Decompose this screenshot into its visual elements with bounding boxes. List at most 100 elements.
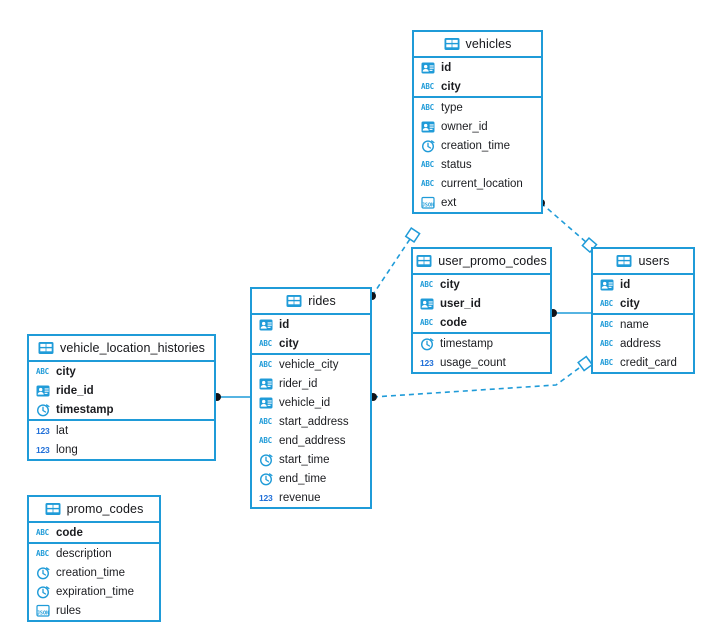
field-row[interactable]: expiration_time — [29, 582, 159, 601]
field-row[interactable]: owner_id — [414, 117, 541, 136]
abc-text-icon: ABC — [420, 279, 433, 289]
field-name: creation_time — [56, 566, 126, 579]
abc-text-icon: ABC — [420, 317, 433, 327]
field-row[interactable]: id — [252, 315, 370, 334]
abc-text-icon: ABC — [259, 338, 272, 348]
field-name: start_address — [279, 415, 349, 428]
entity-table-header[interactable]: user_promo_codes — [413, 249, 550, 275]
field-name: city — [441, 80, 461, 93]
abc-text-icon: ABC — [259, 416, 272, 426]
relationship-rel-upc-users[interactable] — [549, 309, 592, 317]
field-name: id — [620, 278, 631, 291]
field-row[interactable]: creation_time — [29, 563, 159, 582]
field-row[interactable]: id — [593, 275, 693, 294]
field-row[interactable]: user_id — [413, 294, 550, 313]
field-row[interactable]: creation_time — [414, 136, 541, 155]
field-row[interactable]: ABC city — [413, 275, 550, 294]
relationship-rel-rides-vehicles[interactable] — [368, 227, 421, 300]
abc-text-icon: ABC — [421, 159, 434, 169]
field-row[interactable]: rider_id — [252, 374, 370, 393]
field-name: code — [440, 316, 467, 329]
field-name: description — [56, 547, 112, 560]
field-row[interactable]: vehicle_id — [252, 393, 370, 412]
entity-table-title: promo_codes — [66, 502, 144, 516]
field-row[interactable]: ABC code — [413, 313, 550, 332]
field-row[interactable]: start_time — [252, 450, 370, 469]
123-number-icon: 123 — [259, 492, 273, 503]
field-row[interactable]: timestamp — [29, 400, 214, 419]
entity-table-title: users — [638, 254, 670, 268]
field-name: expiration_time — [56, 585, 134, 598]
abc-text-icon: ABC — [36, 527, 49, 537]
entity-table-header[interactable]: users — [593, 249, 693, 275]
id-badge-icon — [600, 279, 614, 290]
field-row[interactable]: timestamp — [413, 334, 550, 353]
field-name: revenue — [279, 491, 321, 504]
field-row[interactable]: ABC start_address — [252, 412, 370, 431]
field-row[interactable]: ABC city — [252, 334, 370, 353]
entity-table-header[interactable]: vehicles — [414, 32, 541, 58]
id-badge-icon — [259, 397, 273, 408]
field-name: city — [279, 337, 299, 350]
entity-table-title: user_promo_codes — [438, 254, 547, 268]
table-icon — [38, 342, 54, 354]
field-name: ext — [441, 196, 457, 209]
entity-table-header[interactable]: promo_codes — [29, 497, 159, 523]
field-name: end_address — [279, 434, 346, 447]
relationship-rel-vehicles-users[interactable] — [537, 199, 598, 254]
field-name: name — [620, 318, 649, 331]
123-number-icon: 123 — [36, 425, 50, 436]
field-name: credit_card — [620, 356, 677, 369]
abc-text-icon: ABC — [421, 81, 434, 91]
field-name: city — [440, 278, 460, 291]
field-name: city — [620, 297, 640, 310]
relationship-endpoint-square — [404, 227, 421, 243]
field-row[interactable]: ride_id — [29, 381, 214, 400]
field-name: long — [56, 443, 78, 456]
field-row[interactable]: id — [414, 58, 541, 77]
id-badge-icon — [259, 378, 273, 389]
entity-table-header[interactable]: rides — [252, 289, 370, 315]
field-row[interactable]: ABC city — [593, 294, 693, 313]
field-row[interactable]: ABC city — [414, 77, 541, 96]
123-number-icon: 123 — [420, 357, 434, 368]
field-name: start_time — [279, 453, 330, 466]
123-number-icon: 123 — [36, 444, 50, 455]
field-name: address — [620, 337, 661, 350]
field-row[interactable]: 123 long — [29, 440, 214, 459]
relationship-rel-vlh-rides[interactable] — [213, 393, 251, 401]
field-row[interactable]: end_time — [252, 469, 370, 488]
field-row[interactable]: 123 revenue — [252, 488, 370, 507]
field-name: end_time — [279, 472, 327, 485]
abc-text-icon: ABC — [600, 298, 613, 308]
entity-table-header[interactable]: vehicle_location_histories — [29, 336, 214, 362]
clock-icon — [36, 585, 50, 598]
clock-icon — [36, 566, 50, 579]
